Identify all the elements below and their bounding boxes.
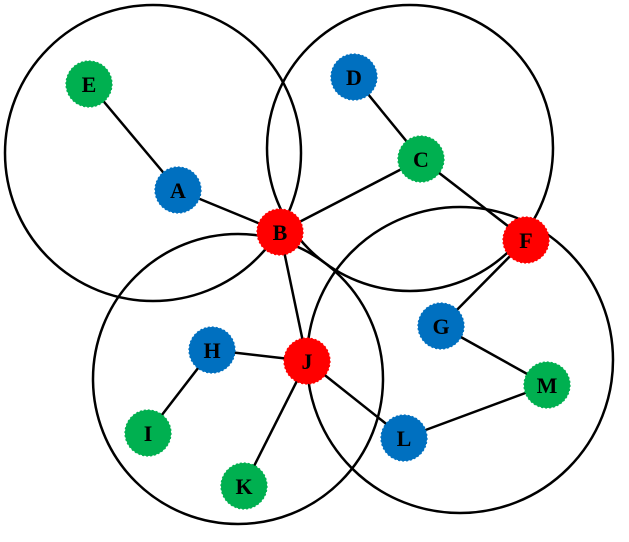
node-b-circle [256,208,304,256]
node-c[interactable]: C [397,135,445,183]
node-h[interactable]: H [188,326,236,374]
node-d[interactable]: D [330,53,378,101]
node-a[interactable]: A [154,166,202,214]
node-m-label: M [537,373,558,398]
node-c-label: C [413,147,429,172]
node-e[interactable]: E [65,60,113,108]
node-i-circle [124,409,172,457]
node-f[interactable]: F [502,216,550,264]
node-g-circle [417,302,465,350]
node-j[interactable]: J [283,337,331,385]
node-f-label: F [519,228,532,253]
edge-b-c [279,157,422,234]
node-m[interactable]: M [523,361,571,409]
node-g[interactable]: G [417,302,465,350]
group-top-right-circle [265,3,555,293]
node-b-label: B [273,220,288,245]
node-a-circle [154,166,202,214]
node-l-label: L [397,426,412,451]
node-f-circle [502,216,550,264]
node-l[interactable]: L [380,414,428,462]
node-k-circle [220,462,268,510]
nodes: A B C D E F G H I J K L M [65,53,571,510]
node-i-label: I [144,421,153,446]
node-k-label: K [235,474,252,499]
edge-m-l [403,383,548,440]
edge-j-k [242,360,309,487]
group-top-left-circle [3,3,303,303]
node-k[interactable]: K [220,462,268,510]
node-e-circle [65,60,113,108]
node-j-label: J [302,349,313,374]
group-bottom-left-circle [91,232,385,526]
node-j-circle [283,337,331,385]
node-m-circle [523,361,571,409]
node-a-label: A [170,178,186,203]
edge-e-a [88,83,179,191]
node-g-label: G [432,314,449,339]
node-l-circle [380,414,428,462]
node-b[interactable]: B [256,208,304,256]
node-c-circle [397,135,445,183]
node-i[interactable]: I [124,409,172,457]
node-e-label: E [82,72,97,97]
node-d-circle [330,53,378,101]
node-h-circle [188,326,236,374]
node-d-label: D [346,65,362,90]
node-h-label: H [203,338,220,363]
